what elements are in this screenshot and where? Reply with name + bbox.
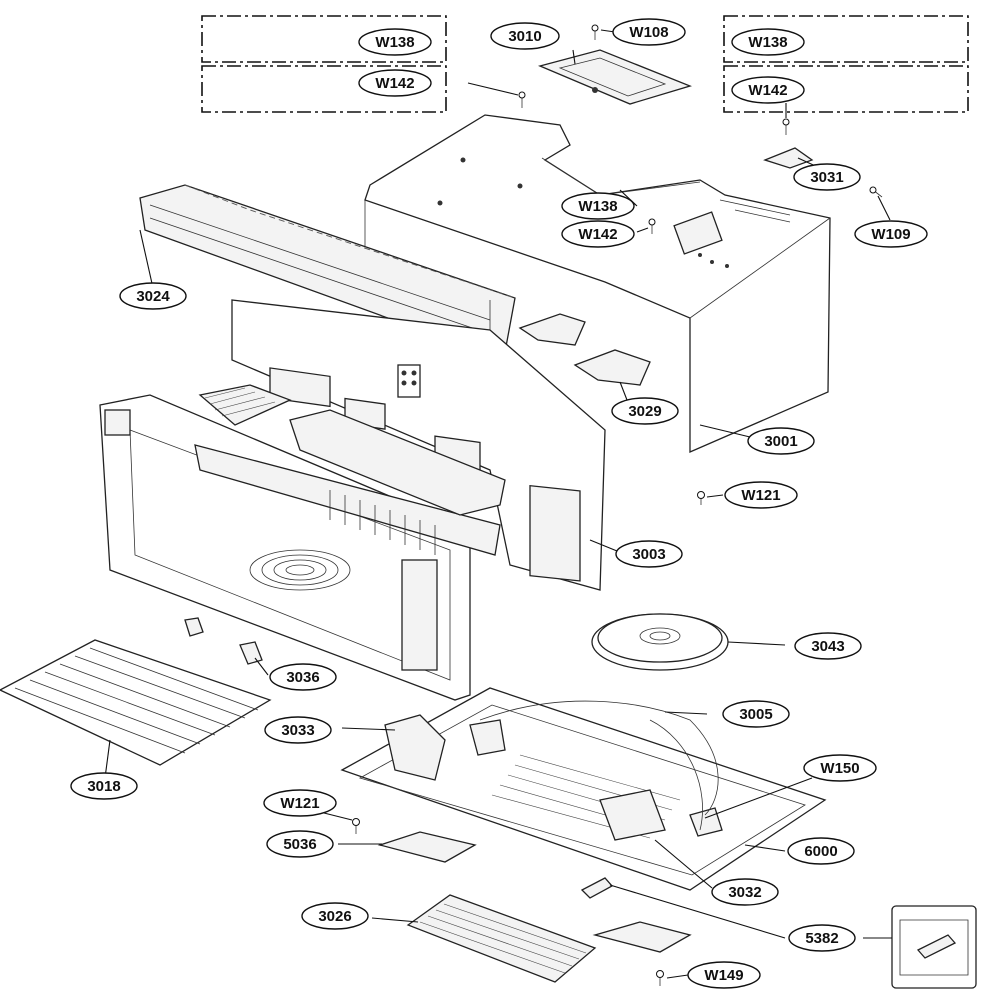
callout-label: 5382 — [805, 930, 838, 947]
callout-w150: W150 — [803, 754, 877, 782]
callout-label: 3036 — [286, 669, 319, 686]
screw-w142-right — [782, 118, 790, 135]
callout-w121-right: W121 — [724, 481, 798, 509]
callout-3026: 3026 — [301, 902, 369, 930]
callout-w138-top-right: W138 — [731, 28, 805, 56]
callout-3032: 3032 — [711, 878, 779, 906]
callout-3001: 3001 — [747, 427, 815, 455]
screw-w121-left — [352, 818, 360, 834]
grease-filter-part — [0, 639, 272, 766]
callout-label: W142 — [375, 75, 414, 92]
glass-tray-part — [591, 613, 729, 671]
vent-grille-part — [406, 894, 597, 983]
lamp-part — [580, 877, 614, 899]
callout-label: 6000 — [804, 843, 837, 860]
callout-3031: 3031 — [793, 163, 861, 191]
callout-label: W121 — [741, 487, 780, 504]
cavity-part — [231, 299, 606, 591]
callout-label: W138 — [578, 198, 617, 215]
callout-w142-middle: W142 — [561, 220, 635, 248]
callout-label: W108 — [629, 24, 668, 41]
callout-label: W149 — [704, 967, 743, 984]
callout-label: 5036 — [283, 836, 316, 853]
callout-w109: W109 — [854, 220, 928, 248]
outer-cabinet-part — [364, 114, 831, 453]
callout-label: W109 — [871, 226, 910, 243]
screw-w149 — [656, 970, 664, 986]
callout-w121-left: W121 — [263, 789, 337, 817]
callout-label: W142 — [748, 82, 787, 99]
base-plate-part — [340, 687, 827, 891]
screw-w109 — [869, 186, 883, 198]
screw-w108 — [591, 24, 599, 40]
screw-w121-right — [697, 491, 705, 505]
callout-label: 3043 — [811, 638, 844, 655]
callout-label: 3024 — [136, 288, 170, 305]
bracket-part — [518, 313, 651, 386]
callout-label: W150 — [820, 760, 859, 777]
callout-w108: W108 — [612, 18, 686, 46]
callout-label: 3031 — [810, 169, 843, 186]
callout-label: 3029 — [628, 403, 661, 420]
callout-3005: 3005 — [722, 700, 790, 728]
callout-6000: 6000 — [787, 837, 855, 865]
callout-w138-middle: W138 — [561, 192, 635, 220]
callout-label: 3032 — [728, 884, 761, 901]
lamp-cover-part — [377, 831, 692, 953]
callout-3036: 3036 — [269, 663, 337, 691]
callout-label: W121 — [280, 795, 319, 812]
callout-3010: 3010 — [490, 22, 560, 50]
callout-w138-top-left: W138 — [358, 28, 432, 56]
latch-part — [184, 617, 263, 665]
callout-w142-top-left: W142 — [358, 69, 432, 97]
screw-w142-mid — [648, 218, 656, 234]
callout-w142-top-right: W142 — [731, 76, 805, 104]
callout-label: 3001 — [764, 433, 797, 450]
callout-label: 3005 — [739, 706, 772, 723]
callout-3024: 3024 — [119, 282, 187, 310]
screw-w142-top — [518, 91, 526, 108]
callout-3033: 3033 — [264, 716, 332, 744]
callout-label: 3003 — [632, 546, 665, 563]
callout-label: W138 — [375, 34, 414, 51]
callout-w149: W149 — [687, 961, 761, 989]
callout-5036: 5036 — [266, 830, 334, 858]
lamp-inset-frame — [891, 905, 977, 989]
callout-3043: 3043 — [794, 632, 862, 660]
callout-3003: 3003 — [615, 540, 683, 568]
callout-5382: 5382 — [788, 924, 856, 952]
top-plate-part — [537, 49, 692, 105]
callout-3029: 3029 — [611, 397, 679, 425]
callout-3018: 3018 — [70, 772, 138, 800]
callout-label: 3018 — [87, 778, 120, 795]
callout-label: 3033 — [281, 722, 314, 739]
front-frame-part — [99, 384, 506, 701]
callout-label: 3010 — [508, 28, 541, 45]
callout-label: W142 — [578, 226, 617, 243]
clip-part — [763, 147, 814, 169]
callout-label: 3026 — [318, 908, 351, 925]
callout-label: W138 — [748, 34, 787, 51]
